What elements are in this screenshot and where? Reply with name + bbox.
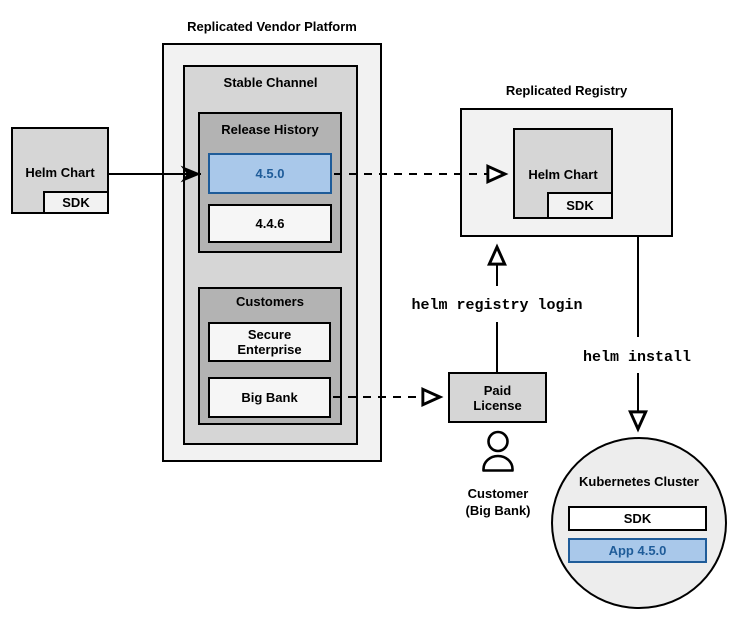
customer-secure-enterprise: Secure Enterprise [208,322,331,362]
registry-title: Replicated Registry [505,83,628,98]
command-registry-login: helm registry login [411,297,583,314]
customer-big-bank-label: Big Bank [241,390,298,405]
cluster-sdk-label: SDK [623,511,652,526]
vendor-sdk-label: SDK [62,195,90,210]
cluster-app-box: App 4.5.0 [568,538,707,563]
vendor-helm-chart-label: Helm Chart [25,165,95,180]
customer-person-icon [482,430,514,472]
customer-person-label: Customer (Big Bank) [448,486,548,519]
vendor-sdk-box: SDK [43,191,109,214]
release-version-446-label: 4.4.6 [255,216,285,231]
cluster-sdk-box: SDK [568,506,707,531]
customer-secure-enterprise-label: Secure Enterprise [237,327,302,357]
customer-person-label-line2: (Big Bank) [465,502,531,518]
command-helm-install: helm install [582,349,692,366]
release-version-446: 4.4.6 [208,204,332,243]
release-history-title: Release History [221,122,319,137]
registry-helm-chart-label: Helm Chart [528,167,598,182]
customer-big-bank: Big Bank [208,377,331,418]
kubernetes-cluster-title: Kubernetes Cluster [579,474,699,489]
customers-title: Customers [236,294,304,309]
vendor-platform-title: Replicated Vendor Platform [187,19,357,34]
customer-person-label-line1: Customer [467,486,529,501]
registry-sdk-box: SDK [547,192,613,219]
paid-license-box: Paid License [448,372,547,423]
registry-sdk-label: SDK [566,198,594,213]
stable-channel-title: Stable Channel [223,75,318,90]
paid-license-label: Paid License [473,382,522,413]
release-version-450: 4.5.0 [208,153,332,194]
cluster-app-label: App 4.5.0 [608,543,667,558]
release-version-450-label: 4.5.0 [255,166,285,181]
